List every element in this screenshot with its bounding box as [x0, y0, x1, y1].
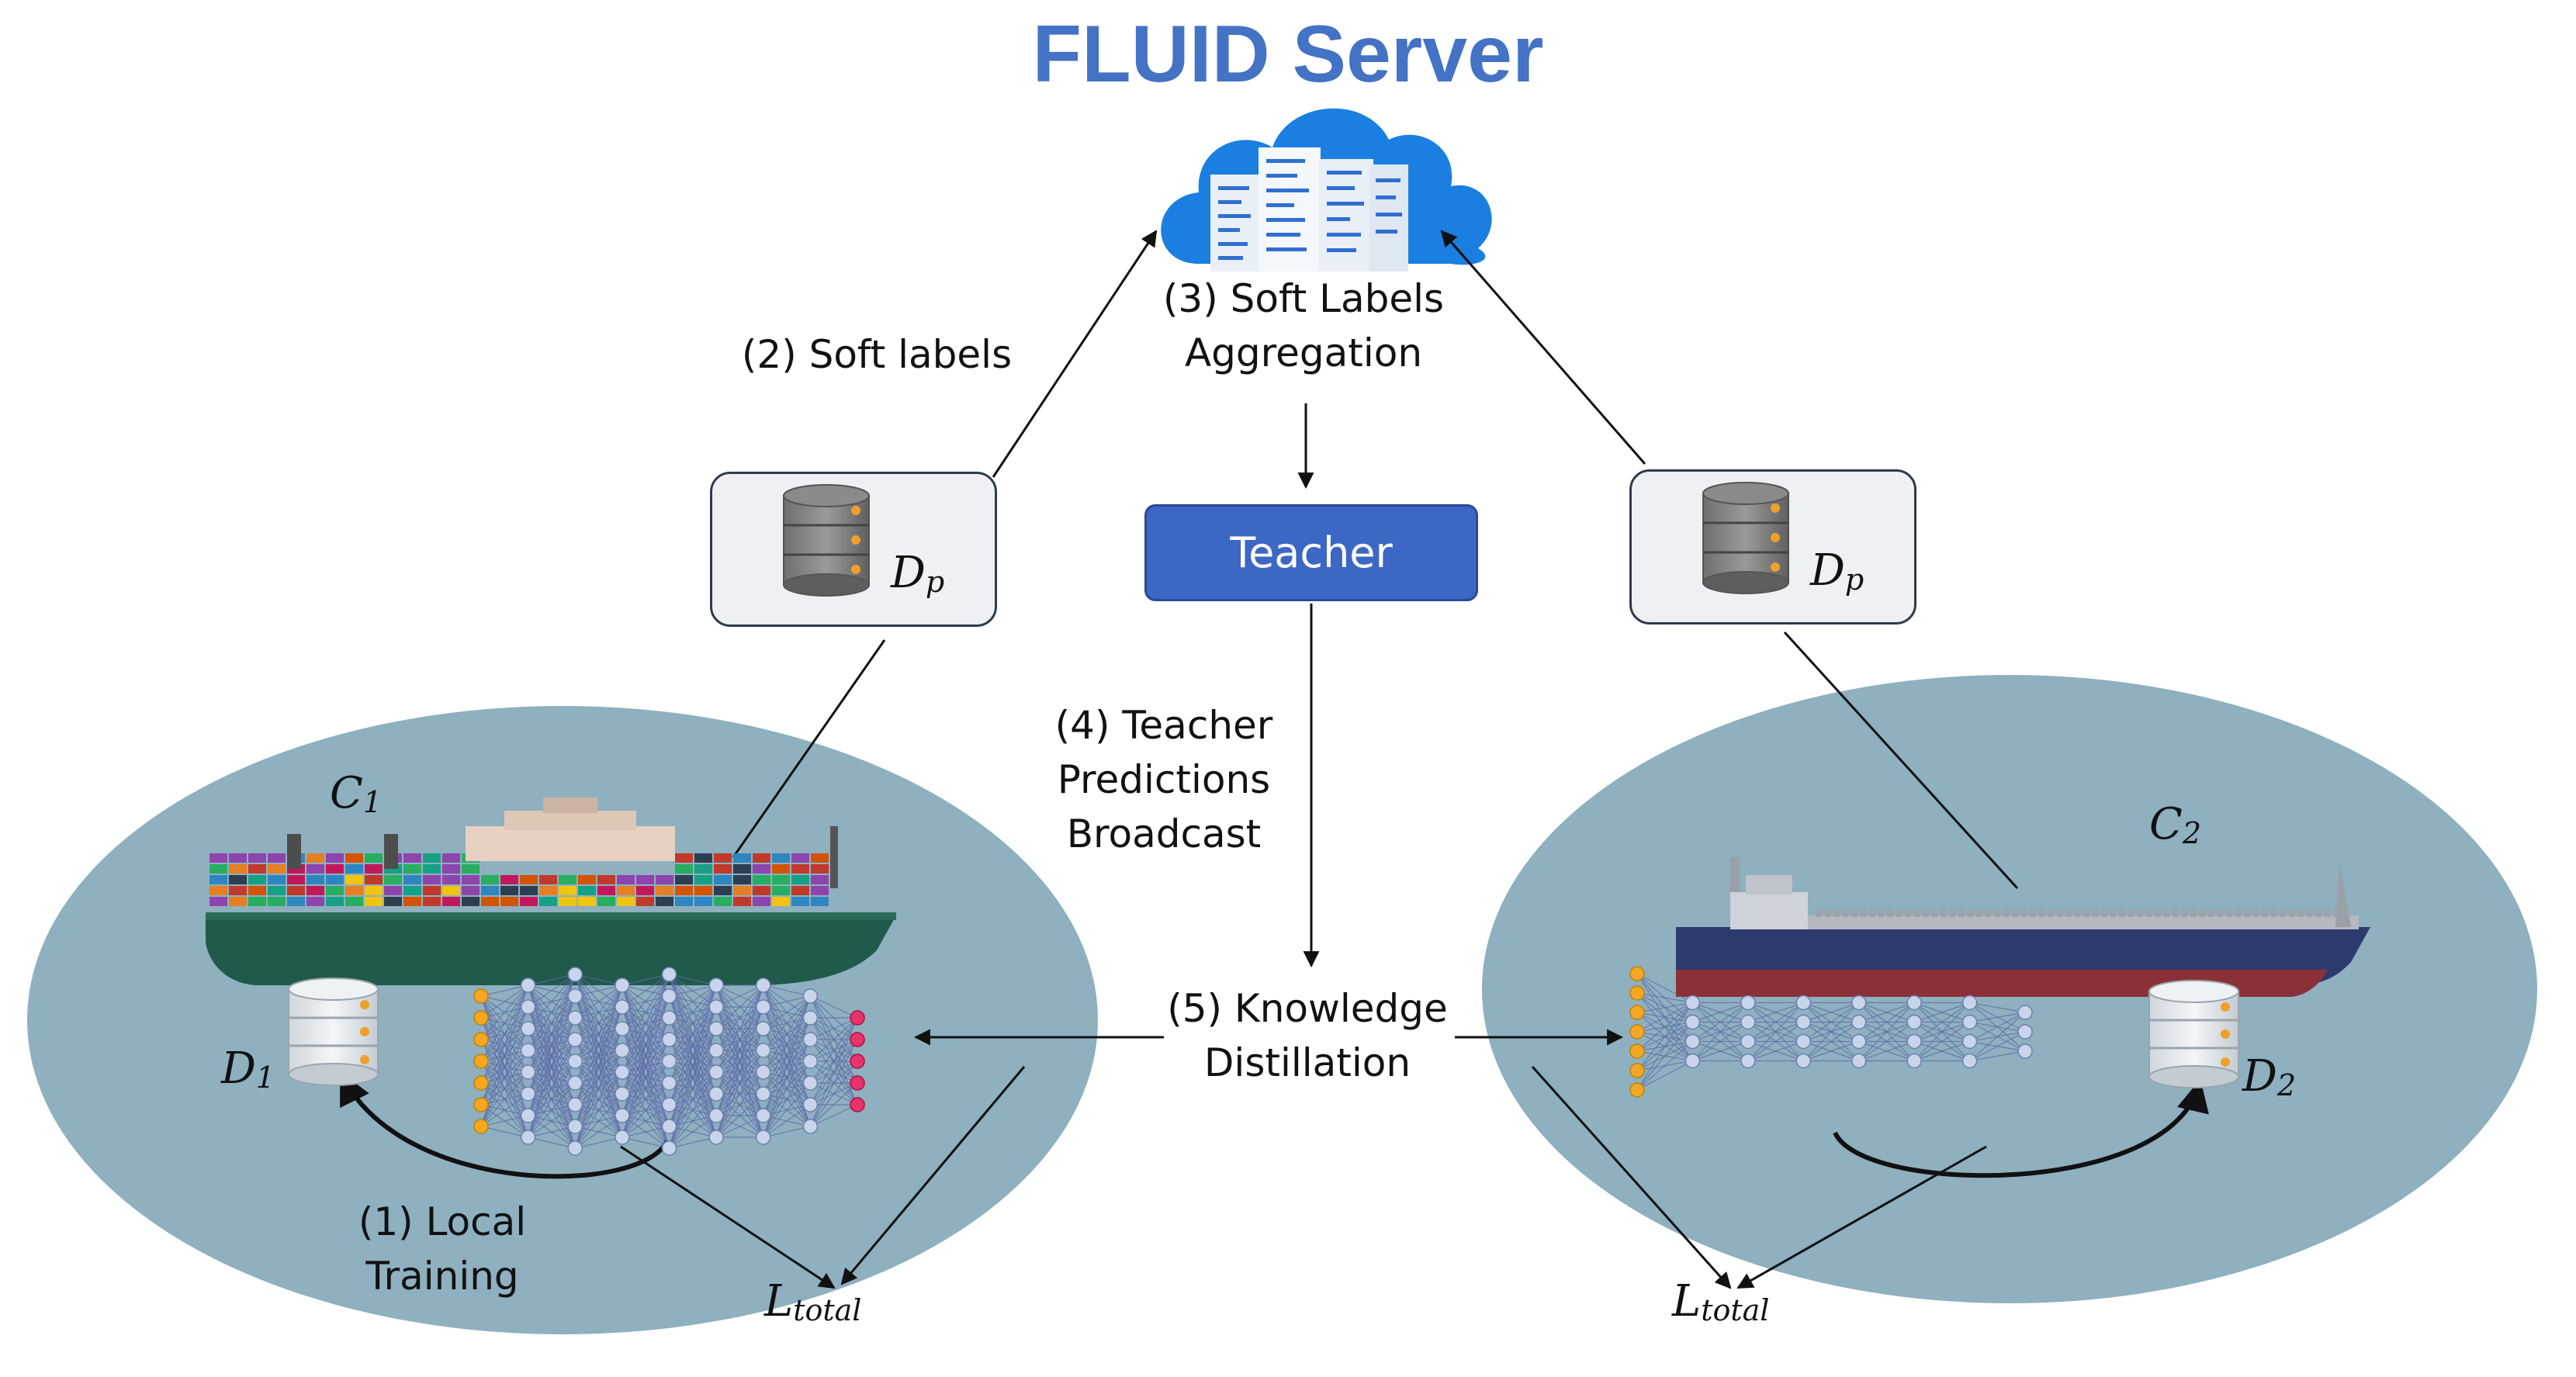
step-2-label: (2) Soft labels — [698, 327, 1055, 382]
step-1-label: (1) Local Training — [295, 1195, 590, 1303]
step-1-line-1: (1) Local — [358, 1199, 527, 1244]
step-3-line-2: Aggregation — [1184, 330, 1423, 375]
dp-symbol: D — [1810, 545, 1845, 596]
arrow-soft-labels-left — [992, 230, 1158, 478]
step-3-line-1: (3) Soft Labels — [1162, 276, 1445, 321]
step-4-label: (4) Teacher Predictions Broadcast — [993, 698, 1335, 861]
dp-subscript: p — [925, 565, 945, 599]
step-4-line-1: (4) Teacher — [1054, 703, 1273, 748]
client-1-loss: Ltotal — [764, 1276, 861, 1327]
step-5-line-2: Distillation — [1203, 1040, 1411, 1085]
neural-network-icon — [1629, 966, 2033, 1098]
c1-subscript: 1 — [362, 785, 383, 819]
step-1-line-2: Training — [365, 1254, 519, 1299]
database-icon — [783, 484, 870, 597]
c1-symbol: C — [330, 768, 363, 818]
dp-subscript: p — [1844, 562, 1864, 597]
l2-symbol: L — [1672, 1276, 1702, 1327]
client-1-data: D1 — [221, 1043, 275, 1095]
public-data-box-left: Dp — [710, 472, 997, 627]
page-title: FLUID Server — [1032, 9, 1544, 99]
l2-subscript: total — [1701, 1293, 1770, 1327]
database-icon — [288, 977, 379, 1086]
line-dp-to-ship-2 — [1783, 631, 2019, 890]
arrow-kd2-to-loss — [1531, 1065, 1732, 1289]
line-dp-to-ship-1 — [732, 639, 886, 858]
client-2-name: C2 — [2149, 799, 2202, 850]
local-training-arrow-2 — [1833, 1078, 2209, 1178]
arrow-soft-labels-right — [1440, 230, 1646, 465]
client-1-name: C1 — [330, 768, 383, 819]
d1-symbol: D — [221, 1043, 256, 1094]
teacher-label: Teacher — [1230, 528, 1393, 577]
arrow-net2-to-loss — [1736, 1145, 1987, 1289]
step-4-line-2: Predictions — [1057, 757, 1271, 802]
d2-subscript: 2 — [2277, 1068, 2297, 1102]
l1-subscript: total — [793, 1293, 862, 1327]
step-5-label: (5) Knowledge Distillation — [1144, 981, 1470, 1090]
arrow-kd1-to-loss — [840, 1066, 1026, 1285]
arrow-net1-to-loss — [620, 1145, 836, 1289]
dp-symbol: D — [891, 548, 926, 598]
l1-symbol: L — [764, 1276, 794, 1327]
step-2-line-1: (2) Soft labels — [741, 332, 1013, 377]
d1-subscript: 1 — [255, 1060, 275, 1095]
container-ship-icon — [206, 797, 896, 985]
c2-symbol: C — [2149, 799, 2183, 849]
local-training-arrow-1 — [339, 1071, 670, 1179]
public-data-symbol: Dp — [891, 548, 945, 599]
neural-network-icon — [473, 967, 865, 1156]
public-data-symbol: Dp — [1810, 545, 1864, 597]
step-3-label: (3) Soft Labels Aggregation — [1117, 272, 1490, 380]
public-data-box-right: Dp — [1629, 469, 1916, 624]
step-4-line-3: Broadcast — [1066, 811, 1262, 856]
step-5-line-1: (5) Knowledge — [1167, 986, 1448, 1031]
teacher-box: Teacher — [1144, 504, 1478, 601]
c2-subscript: 2 — [2182, 816, 2202, 850]
client-2-loss: Ltotal — [1672, 1276, 1769, 1327]
client-2-data: D2 — [2242, 1051, 2296, 1102]
cloud-server-icon — [1161, 108, 1492, 272]
database-icon — [2148, 980, 2239, 1088]
d2-symbol: D — [2242, 1051, 2277, 1102]
database-icon — [1702, 482, 1789, 594]
